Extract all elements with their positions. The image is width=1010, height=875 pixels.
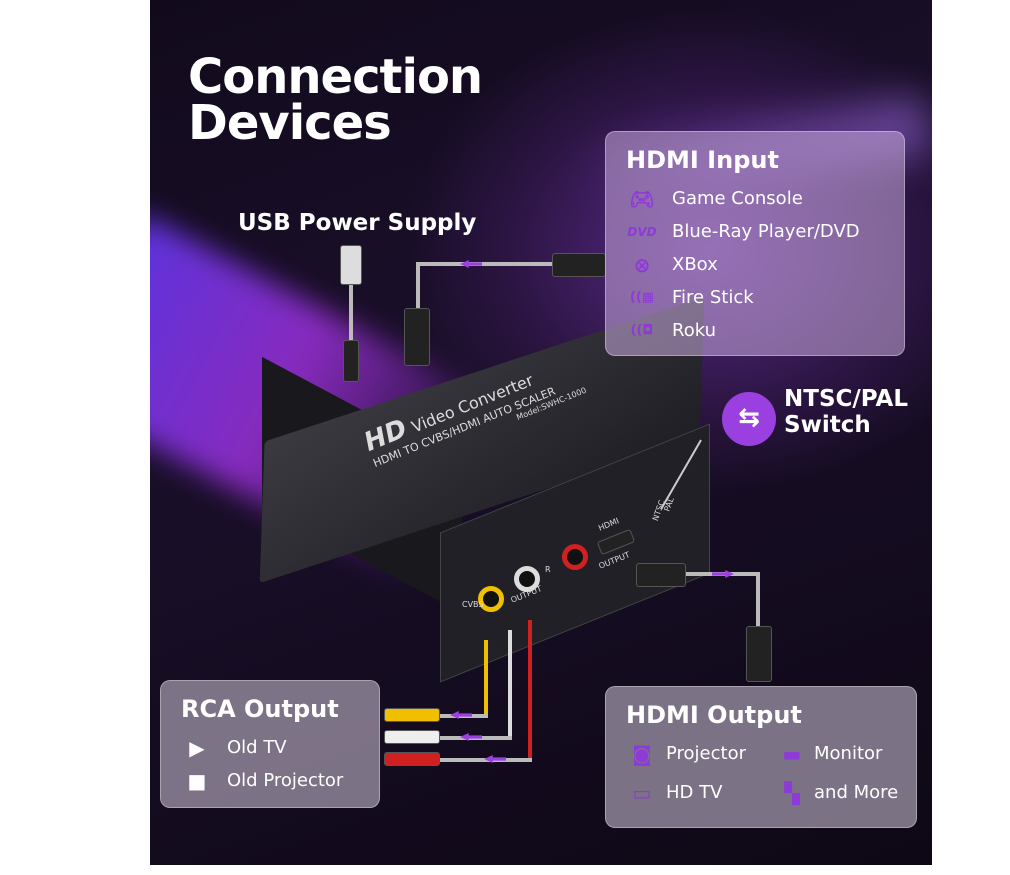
yellow-cable xyxy=(484,640,488,716)
arrow-icon xyxy=(460,733,482,741)
switch-line1: NTSC/PAL xyxy=(784,386,908,412)
switch-arrows-icon: ⇆ xyxy=(722,392,776,446)
switch-line2: Switch xyxy=(784,412,871,438)
hdmi-plug xyxy=(404,308,430,366)
list-item: ((▦ Fire Stick xyxy=(626,281,884,314)
usb-power-label: USB Power Supply xyxy=(238,210,477,236)
red-cable xyxy=(528,620,532,760)
usb-cable xyxy=(349,285,353,345)
list-item: ▬ Monitor xyxy=(776,737,916,770)
item-label: HD TV xyxy=(666,782,723,803)
hdmi-output-cable-vertical xyxy=(756,572,760,628)
grid-icon: ▚ xyxy=(784,780,800,805)
rca-output-heading: RCA Output xyxy=(181,695,339,723)
rca-port-red xyxy=(562,544,588,570)
list-item: ▚ and More xyxy=(776,776,916,809)
gamepad-icon: 🎮︎ xyxy=(629,186,655,211)
xbox-icon: ⊗ xyxy=(633,252,651,277)
usb-plug xyxy=(340,245,362,285)
hdmi-input-plug xyxy=(552,253,606,277)
title-line2: Devices xyxy=(188,95,392,151)
list-item: 🎮︎ Game Console xyxy=(626,182,884,215)
item-label: Old Projector xyxy=(227,770,344,791)
hdmi-input-cable xyxy=(416,262,552,266)
fire-stick-remote-icon: ((▦ xyxy=(629,289,655,305)
item-label: Projector xyxy=(666,743,746,764)
arrow-icon xyxy=(450,711,472,719)
arrow-icon xyxy=(484,755,506,763)
item-label: Blue-Ray Player/DVD xyxy=(672,221,860,242)
list-item: ▶ Old TV xyxy=(181,731,359,764)
item-label: XBox xyxy=(672,254,718,275)
cvbs-port-label: CVBS xyxy=(462,600,484,609)
projector-icon: ◙ xyxy=(632,741,652,766)
list-item: ((◘ Roku xyxy=(626,314,884,347)
hdmi-output-heading: HDMI Output xyxy=(626,701,802,729)
dvd-icon: DVD xyxy=(627,224,657,239)
item-label: Roku xyxy=(672,320,716,341)
yellow-rca-plug xyxy=(384,708,440,722)
rca-port-yellow xyxy=(478,586,504,612)
red-rca-plug xyxy=(384,752,440,766)
list-item: DVD Blue-Ray Player/DVD xyxy=(626,215,884,248)
item-label: and More xyxy=(814,782,899,803)
rca-port-white xyxy=(514,566,540,592)
hdmi-output-panel: HDMI Output ◙ Projector ▬ Monitor ▭ HD TV ▚… xyxy=(605,686,917,828)
hd-tv-icon: ▭ xyxy=(632,780,652,805)
list-item: ■ Old Projector xyxy=(181,764,359,797)
monitor-icon: ▬ xyxy=(782,741,802,766)
r-port-label: R xyxy=(545,565,551,574)
tv-icon: ▶ xyxy=(189,735,205,760)
white-cable xyxy=(508,630,512,738)
item-label: Monitor xyxy=(814,743,883,764)
hdmi-input-heading: HDMI Input xyxy=(626,146,779,174)
roku-remote-icon: ((◘ xyxy=(630,322,654,338)
item-label: Old TV xyxy=(227,737,287,758)
hdmi-input-cable-vertical xyxy=(416,262,420,310)
list-item: ⊗ XBox xyxy=(626,248,884,281)
item-label: Game Console xyxy=(672,188,803,209)
title-line1: Connection xyxy=(188,49,483,105)
rca-output-panel: RCA Output ▶ Old TV ■ Old Projector xyxy=(160,680,380,808)
hdmi-output-plug xyxy=(636,563,686,587)
red-cable-h xyxy=(440,758,532,762)
hdmi-input-panel: HDMI Input 🎮︎ Game Console DVD Blue-Ray Pl… xyxy=(605,131,905,356)
video-camera-icon: ■ xyxy=(187,768,207,793)
item-label: Fire Stick xyxy=(672,287,754,308)
arrow-icon xyxy=(460,260,482,268)
list-item: ◙ Projector xyxy=(626,737,776,770)
usb-barrel-plug xyxy=(343,340,359,382)
list-item: ▭ HD TV xyxy=(626,776,776,809)
hdmi-plug xyxy=(746,626,772,682)
white-rca-plug xyxy=(384,730,440,744)
